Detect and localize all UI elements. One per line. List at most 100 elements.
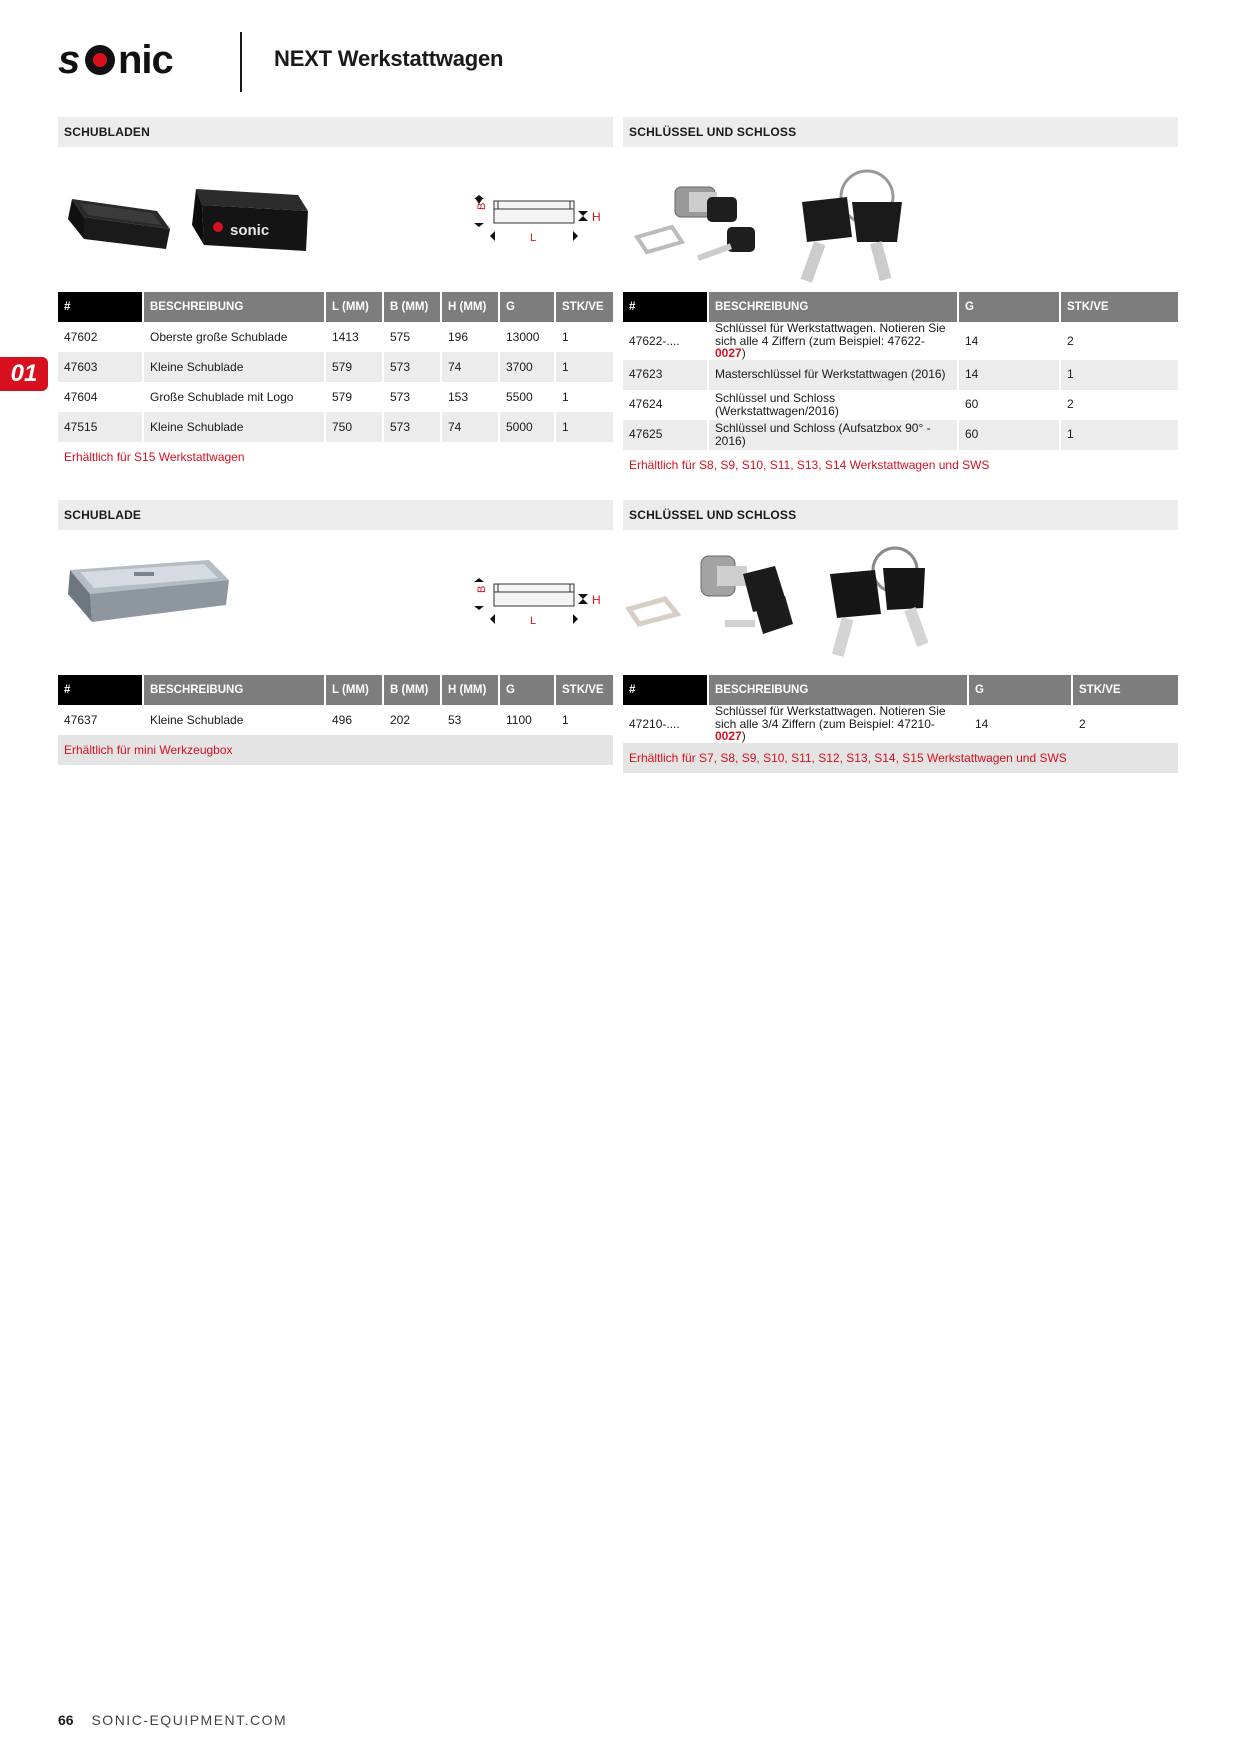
cell-stk: 1 xyxy=(562,389,569,404)
col-header: B (MM) xyxy=(384,292,440,322)
cell-g: 14 xyxy=(959,359,1059,390)
page-number: 66 xyxy=(58,1712,74,1728)
cell-id: 47624 xyxy=(629,397,663,412)
section-schublade: SCHUBLADE B H L # BESCHREIBUNG xyxy=(58,500,613,765)
cell-b: 573 xyxy=(390,389,411,404)
page-footer: 66 SONIC-EQUIPMENT.COM xyxy=(58,1712,287,1728)
table-row: 47602 Oberste große Schublade 1413 575 1… xyxy=(58,322,613,352)
section-title: SCHLÜSSEL UND SCHLOSS xyxy=(623,117,1178,147)
dimension-diagram: B H L xyxy=(474,195,601,244)
cell-l: 579 xyxy=(332,389,353,404)
cell-l: 750 xyxy=(326,412,382,442)
table-row: 47624 Schlüssel und Schloss (Werkstattwa… xyxy=(623,390,1178,420)
availability-note: Erhältlich für S15 Werkstattwagen xyxy=(64,450,245,464)
drawer-steel-image xyxy=(68,560,229,622)
col-header: H (MM) xyxy=(442,675,498,705)
schubladen-table: # BESCHREIBUNG L (MM) B (MM) H (MM) G ST… xyxy=(56,292,615,442)
cell-g: 60 xyxy=(965,397,979,412)
col-header: G xyxy=(969,675,1071,705)
cell-h: 74 xyxy=(442,412,498,442)
cell-g: 14 xyxy=(975,716,989,731)
cell-g: 13000 xyxy=(506,329,540,344)
cell-stk: 2 xyxy=(1067,333,1074,348)
col-header: BESCHREIBUNG xyxy=(144,675,324,705)
cell-id: 47622-.... xyxy=(629,333,680,348)
desc-tail: ) xyxy=(741,729,746,744)
cell-desc: Schlüssel und Schloss (Werkstattwagen/20… xyxy=(715,391,839,418)
svg-text:nic: nic xyxy=(118,40,174,80)
table-row: 47210-.... Schlüssel für Werkstattwagen.… xyxy=(623,705,1178,743)
table-row: 47603 Kleine Schublade 579 573 74 3700 1 xyxy=(58,352,613,382)
product-visual xyxy=(623,147,1178,292)
lock-and-keys-image xyxy=(625,546,929,657)
dim-label-b: B xyxy=(476,586,488,593)
page-title: NEXT Werkstattwagen xyxy=(274,46,504,71)
cell-desc: Schlüssel für Werkstattwagen. Notieren S… xyxy=(709,322,957,360)
col-header: # xyxy=(58,675,142,705)
section-schloss-1: SCHLÜSSEL UND SCHLOSS # BESCHREIBUNG G S… xyxy=(623,117,1178,480)
col-header: # xyxy=(58,292,142,322)
cell-stk: 2 xyxy=(1079,716,1086,731)
cell-g: 5500 xyxy=(506,389,533,404)
col-header: BESCHREIBUNG xyxy=(709,292,957,322)
col-header: G xyxy=(959,292,1059,322)
cell-stk: 1 xyxy=(1061,359,1178,390)
desc-text: Schlüssel für Werkstattwagen. Notieren S… xyxy=(715,704,946,731)
cell-l: 496 xyxy=(332,712,353,727)
cell-desc: Schlüssel und Schloss (Aufsatzbox 90° - … xyxy=(709,419,957,450)
schublade-table: # BESCHREIBUNG L (MM) B (MM) H (MM) G ST… xyxy=(56,675,615,735)
cell-h: 53 xyxy=(448,712,462,727)
cell-desc: Masterschlüssel für Werkstattwagen (2016… xyxy=(709,359,957,390)
cell-desc: Kleine Schublade xyxy=(144,412,324,442)
section-title: SCHUBLADEN xyxy=(58,117,613,147)
cell-id: 47604 xyxy=(64,389,98,404)
col-header: STK/VE xyxy=(1073,675,1178,705)
cell-h: 74 xyxy=(442,352,498,382)
dim-label-l: L xyxy=(530,615,536,627)
cell-id: 47625 xyxy=(623,419,707,450)
schloss-1-table: # BESCHREIBUNG G STK/VE 47622-.... Schlü… xyxy=(621,292,1180,450)
cell-id: 47515 xyxy=(58,412,142,442)
cell-id: 47210-.... xyxy=(629,716,680,731)
cell-id: 47623 xyxy=(623,359,707,390)
header-divider xyxy=(240,32,242,92)
section-title: SCHLÜSSEL UND SCHLOSS xyxy=(623,500,1178,530)
desc-example-digits: 0027 xyxy=(715,729,742,744)
cell-stk: 1 xyxy=(562,712,569,727)
col-header: STK/VE xyxy=(556,675,613,705)
table-row: 47604 Große Schublade mit Logo 579 573 1… xyxy=(58,382,613,412)
col-header: B (MM) xyxy=(384,675,440,705)
section-schubladen: SCHUBLADEN sonic B H xyxy=(58,117,613,472)
cell-g: 3700 xyxy=(500,352,554,382)
cell-g: 5000 xyxy=(500,412,554,442)
col-header: # xyxy=(623,675,707,705)
cell-b: 573 xyxy=(384,352,440,382)
col-header: STK/VE xyxy=(556,292,613,322)
cell-desc: Kleine Schublade xyxy=(150,712,244,727)
table-row: 47622-.... Schlüssel für Werkstattwagen.… xyxy=(623,322,1178,360)
lock-and-keys-image xyxy=(633,169,902,283)
cell-g: 60 xyxy=(959,419,1059,450)
cell-id: 47602 xyxy=(64,329,98,344)
availability-note: Erhältlich für mini Werkzeugbox xyxy=(58,735,613,765)
availability-note: Erhältlich für S8, S9, S10, S11, S13, S1… xyxy=(629,457,990,472)
availability-note: Erhältlich für S7, S8, S9, S10, S11, S12… xyxy=(623,742,1178,773)
table-row: 47637 Kleine Schublade 496 202 53 1100 1 xyxy=(58,705,613,735)
cell-stk: 1 xyxy=(556,352,613,382)
chapter-tab: 01 xyxy=(0,357,48,391)
cell-id: 47637 xyxy=(64,712,98,727)
svg-text:s: s xyxy=(58,40,79,80)
cell-l: 1413 xyxy=(332,329,359,344)
desc-text: Schlüssel für Werkstattwagen. Notieren S… xyxy=(715,321,946,348)
section-title: SCHUBLADE xyxy=(58,500,613,530)
cell-stk: 1 xyxy=(562,329,569,344)
cell-l: 579 xyxy=(326,352,382,382)
cell-b: 573 xyxy=(384,412,440,442)
website-link[interactable]: SONIC-EQUIPMENT.COM xyxy=(91,1712,288,1728)
dim-label-b: B xyxy=(476,203,488,210)
col-header: BESCHREIBUNG xyxy=(709,675,967,705)
table-row: 47623 Masterschlüssel für Werkstattwagen… xyxy=(623,359,1178,390)
cell-g: 14 xyxy=(965,333,979,348)
cell-desc: Schlüssel für Werkstattwagen. Notieren S… xyxy=(709,705,967,743)
product-visual: B H L xyxy=(58,530,613,675)
